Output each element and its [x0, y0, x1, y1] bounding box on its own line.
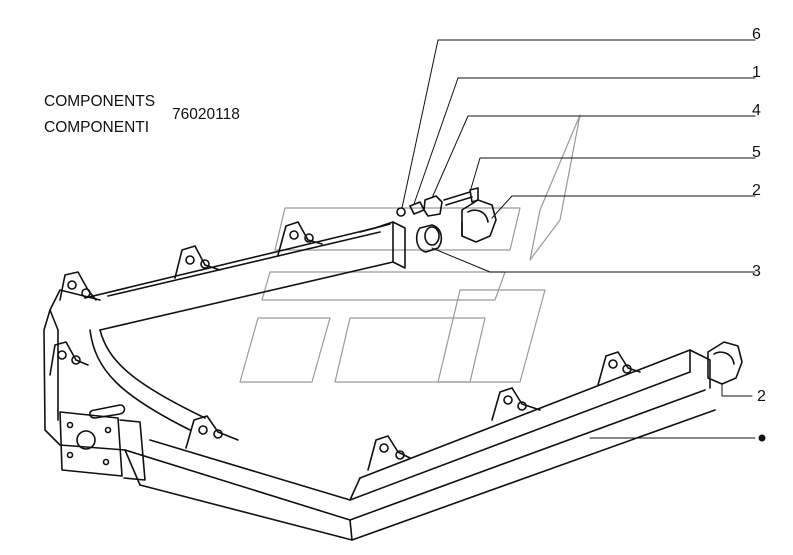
- callout-5: 5: [752, 144, 761, 161]
- bracket-4: [49, 341, 89, 376]
- bracket-7: [491, 387, 541, 421]
- callout-1: 1: [752, 64, 761, 81]
- callout-6: 6: [752, 26, 761, 43]
- washer-1: [409, 201, 425, 215]
- bracket-6: [367, 435, 411, 471]
- bracket-5: [185, 415, 239, 449]
- bushing-3: [415, 224, 443, 253]
- nut-4: [423, 195, 443, 217]
- end-plate: [66, 421, 112, 466]
- main-frame: [43, 289, 716, 541]
- reference-dot: [758, 434, 766, 442]
- bracket-2: [174, 245, 221, 279]
- bracket-3: [277, 221, 323, 256]
- callout-4: 4: [752, 102, 761, 119]
- bracket-1: [59, 271, 97, 301]
- nut-6: [396, 207, 406, 217]
- clamp-half-2-top: [461, 199, 497, 243]
- title-components: COMPONENTS: [44, 93, 156, 110]
- callout-3: 3: [752, 263, 761, 280]
- callout-2-right: 2: [757, 388, 766, 405]
- clamp-half-2-right: [707, 341, 743, 385]
- rear-cross-member: [84, 221, 406, 331]
- callout-2-top: 2: [752, 182, 761, 199]
- part-number: 76020118: [172, 106, 240, 123]
- bolt-5: [443, 187, 479, 206]
- title-componenti: COMPONENTI: [44, 119, 150, 136]
- bracket-8: [597, 351, 641, 386]
- leader-lines: [401, 39, 756, 439]
